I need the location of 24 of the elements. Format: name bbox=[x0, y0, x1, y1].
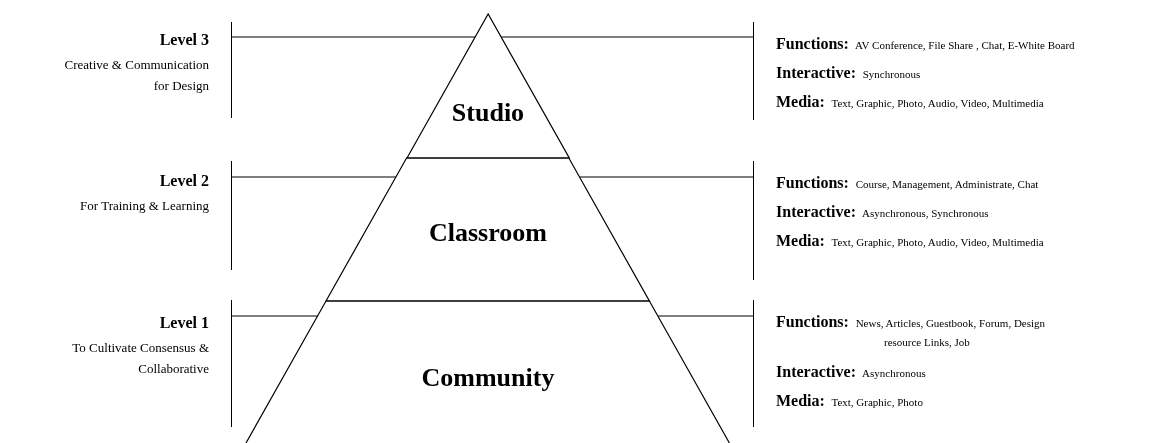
tier-label: Community bbox=[420, 363, 556, 393]
connector-line bbox=[500, 36, 754, 38]
level-title: Level 1 bbox=[158, 313, 209, 333]
feature-line: Media: Text, Graphic, Photo, Audio, Video, Multimedia bbox=[776, 92, 1045, 112]
connector-line bbox=[657, 315, 754, 317]
level-description: Creative & Communication for Design bbox=[63, 56, 209, 95]
connector-line bbox=[231, 36, 476, 38]
feature-line: Functions: AV Conference, File Share , Chat, E-White Board bbox=[776, 34, 1076, 54]
feature-line: Interactive: Asynchronous, Synchronous bbox=[776, 202, 990, 222]
level-description: For Training & Learning bbox=[79, 197, 209, 215]
tier-label: Classroom bbox=[428, 218, 548, 248]
level-title: Level 3 bbox=[158, 30, 209, 50]
connector-line bbox=[231, 315, 319, 317]
level-title: Level 2 bbox=[158, 171, 209, 191]
feature-line: Functions: Course, Management, Administrate, Chat bbox=[776, 173, 1040, 193]
connector-line bbox=[231, 176, 397, 178]
level-description: To Cultivate Consensus & Collaborative bbox=[71, 339, 209, 378]
feature-line: Interactive: Synchronous bbox=[776, 63, 922, 83]
feature-line: Media: Text, Graphic, Photo, Audio, Video, Multimedia bbox=[776, 231, 1045, 251]
connector-line bbox=[579, 176, 754, 178]
tier-label: Studio bbox=[450, 98, 526, 128]
feature-line: Interactive: Asynchronous bbox=[776, 362, 927, 382]
feature-line: Functions: News, Articles, Guestbook, Forum, Design resource Links, Job bbox=[776, 312, 1047, 350]
feature-line: Media: Text, Graphic, Photo bbox=[776, 391, 924, 411]
